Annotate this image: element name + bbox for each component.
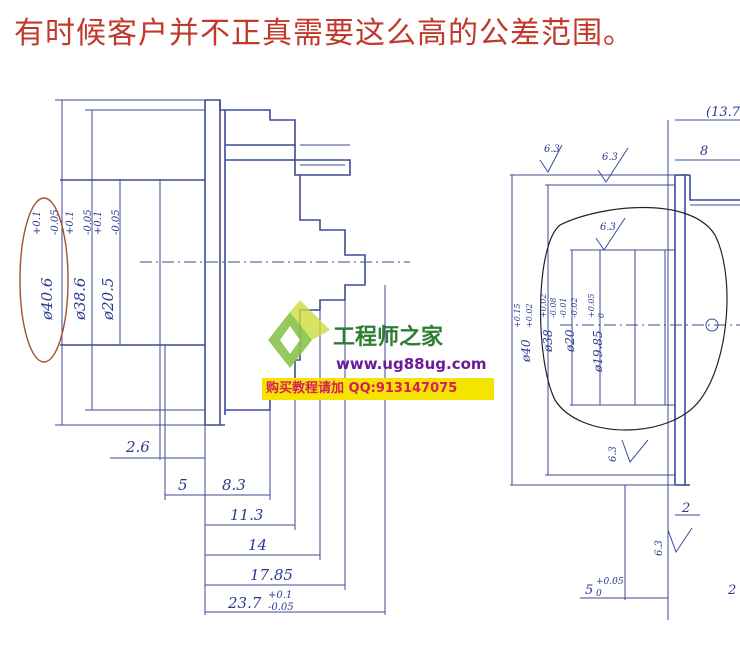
- dia-40-label: ø40: [519, 339, 533, 363]
- left-part-outline: [55, 99, 410, 426]
- dia-20-lower: -0.02: [570, 297, 579, 318]
- len-23-7: 23.7: [227, 594, 262, 612]
- len-23-7-lower: -0.05: [268, 602, 294, 613]
- dia-38-lower: -0.08: [549, 297, 558, 318]
- dia-40-lower: +0.02: [525, 303, 534, 328]
- dia-40-6-upper: +0.1: [32, 211, 43, 235]
- len-2-6: 2.6: [125, 438, 150, 456]
- roughness-5: 6.3: [654, 540, 665, 556]
- roughness-symbols: 6.3 6.3 6.3 6.3 6.3: [539, 144, 693, 556]
- dim-13-7: (13.7: [706, 105, 740, 120]
- len-17-85: 17.85: [250, 566, 293, 584]
- dia-38-upper: +0.02: [539, 293, 548, 318]
- len-8-3: 8.3: [222, 476, 246, 494]
- left-length-dims: 2.6 5 8.3 11.3 14 17.85 23.7 +0.1 -0.05: [110, 285, 386, 615]
- watermark-url: www.ug88ug.com: [336, 355, 487, 373]
- right-diameter-labels: ø40 +0.15 +0.02 ø38 +0.02 -0.08 ø20 -0.0…: [513, 293, 606, 373]
- dia-20-upper: -0.01: [559, 297, 568, 318]
- dia-20-5-upper: +0.1: [93, 211, 104, 235]
- dia-40-6-lower: -0.05: [50, 209, 61, 235]
- dim-right-cut: 2: [727, 583, 736, 598]
- dia-40-6-label: ø40.6: [38, 277, 56, 321]
- dia-19-85-upper: +0.05: [587, 293, 596, 318]
- dia-38-6-lower: -0.05: [83, 209, 94, 235]
- dim-8: 8: [700, 144, 708, 159]
- watermark-buy-banner: 购买教程请加 QQ:913147075: [262, 378, 494, 400]
- dim-5-tol: +0.05: [596, 577, 624, 587]
- roughness-4: 6.3: [608, 446, 619, 462]
- dia-20-5-label: ø20.5: [99, 278, 117, 321]
- dia-38-6-upper: +0.1: [65, 211, 76, 235]
- left-diameter-labels: ø40.6 +0.1 -0.05 ø38.6 +0.1 -0.05 ø20.5 …: [32, 209, 122, 321]
- dia-19-85-lower: 0: [597, 313, 606, 318]
- dia-38-6-label: ø38.6: [71, 277, 89, 321]
- page-caption: 有时候客户并不正真需要这么高的公差范围。: [14, 16, 634, 51]
- len-23-7-upper: +0.1: [268, 590, 292, 601]
- len-5: 5: [178, 476, 188, 494]
- dia-20-label: ø20: [563, 329, 577, 353]
- dia-19-85-label: ø19.85: [591, 330, 605, 373]
- dia-38-label: ø38: [541, 329, 555, 353]
- dim-2: 2: [681, 501, 690, 516]
- roughness-2: 6.3: [602, 152, 618, 163]
- len-11-3: 11.3: [230, 506, 263, 524]
- dim-5-tol-lower: 0: [596, 589, 602, 599]
- right-part-outline: (13.7 8 2 5 +0.05 0 2: [510, 105, 740, 620]
- highlight-ellipse: [19, 197, 69, 363]
- dia-40-upper: +0.15: [513, 303, 522, 328]
- roughness-3: 6.3: [600, 222, 616, 233]
- watermark-logo: [268, 300, 330, 368]
- len-14: 14: [248, 536, 267, 554]
- watermark-title: 工程师之家: [333, 324, 444, 350]
- roughness-1: 6.3: [544, 144, 560, 155]
- dim-5: 5: [585, 583, 593, 598]
- highlight-blob: [540, 206, 728, 431]
- dia-20-5-lower: -0.05: [111, 209, 122, 235]
